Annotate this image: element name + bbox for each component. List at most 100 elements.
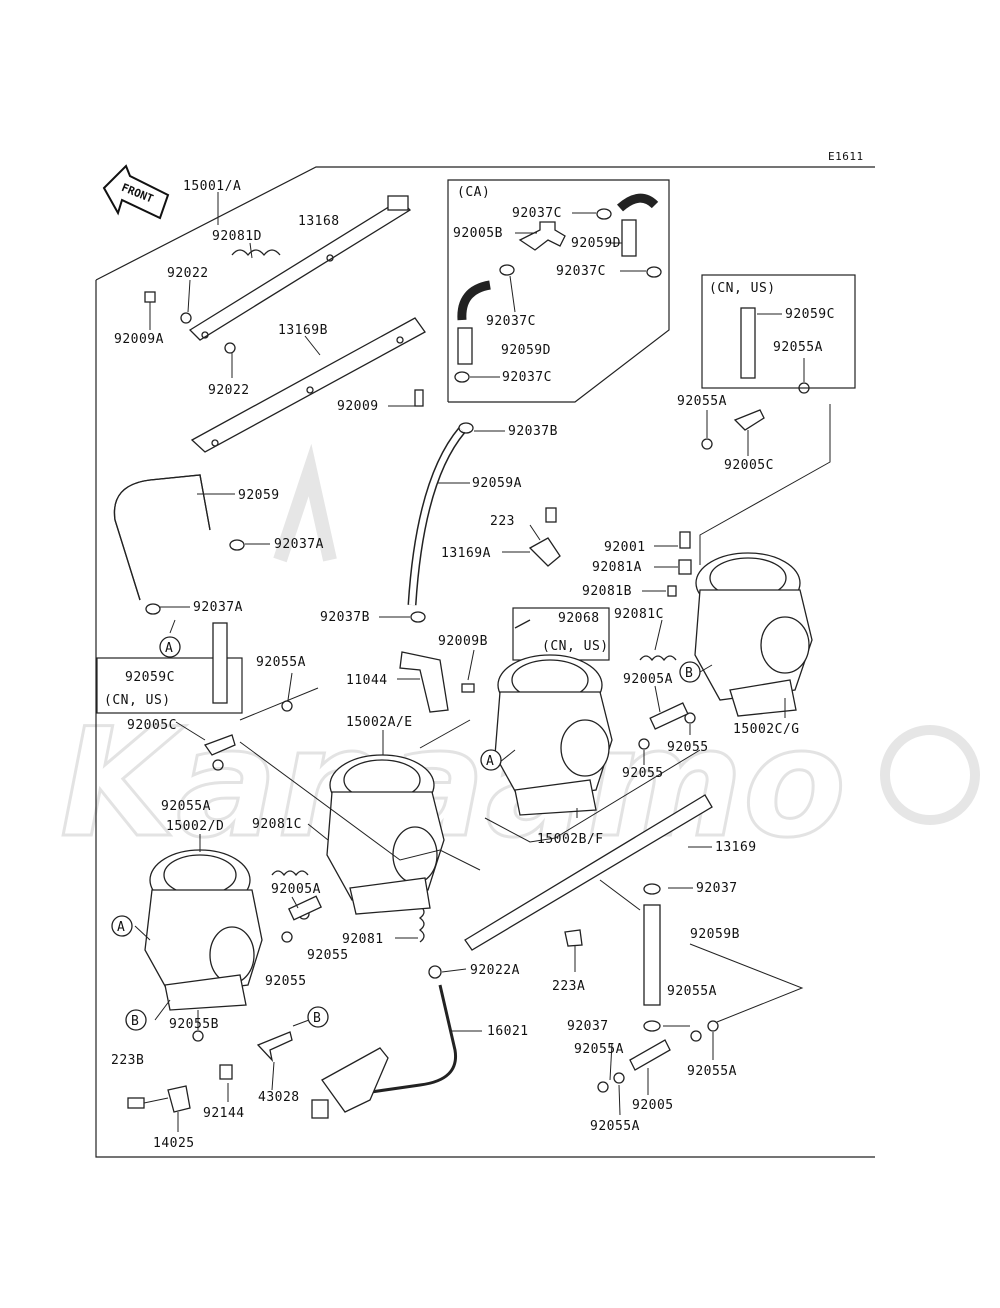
part-label: 92037A bbox=[193, 600, 243, 615]
part-label: 92081D bbox=[212, 229, 262, 244]
part-label: 92022A bbox=[470, 963, 520, 978]
callout-a bbox=[111, 915, 133, 937]
cn-us-label-left: (CN, US) bbox=[104, 693, 171, 708]
part-label: 92037C bbox=[502, 370, 552, 385]
bracket-13169B-shape bbox=[190, 317, 426, 453]
leader bbox=[699, 664, 713, 673]
hose-92059C-right bbox=[740, 307, 756, 379]
fitting-92005B bbox=[518, 221, 566, 251]
oring-92055A bbox=[707, 1020, 719, 1032]
screw-223 bbox=[545, 507, 557, 523]
part-label: 92009B bbox=[438, 634, 488, 649]
hose-92059C-left bbox=[212, 622, 228, 704]
spring-92081 bbox=[418, 905, 425, 943]
part-label: 92037 bbox=[567, 1019, 609, 1034]
oring-92055A bbox=[597, 1081, 609, 1093]
part-label: 92005A bbox=[623, 672, 673, 687]
part-label: 92059C bbox=[125, 670, 175, 685]
leader bbox=[307, 823, 329, 841]
part-label: 92022 bbox=[167, 266, 209, 281]
part-label: 92081C bbox=[252, 817, 302, 832]
part-label: 92059C bbox=[785, 307, 835, 322]
part-label: 16021 bbox=[487, 1024, 529, 1039]
screw-92001 bbox=[679, 531, 691, 549]
oring-92055 bbox=[638, 738, 650, 750]
part-label: 92037B bbox=[320, 610, 370, 625]
pipe-92005A-left bbox=[288, 895, 322, 921]
clamp-92037C bbox=[596, 208, 612, 220]
part-label: 15002/D bbox=[166, 819, 224, 834]
bracket-13169A bbox=[528, 537, 561, 567]
part-label: 92005 bbox=[632, 1098, 674, 1113]
part-label: 92144 bbox=[203, 1106, 245, 1121]
clamp-92037C bbox=[499, 264, 515, 276]
cover-14025 bbox=[167, 1085, 191, 1113]
oring-92055 bbox=[281, 931, 293, 943]
screw-223A bbox=[564, 929, 583, 947]
part-label: 92055A bbox=[667, 984, 717, 999]
clamp-92037 bbox=[643, 1020, 661, 1032]
part-label: 92055 bbox=[667, 740, 709, 755]
frame-top bbox=[95, 166, 875, 281]
oring-92055A bbox=[690, 1030, 702, 1042]
leader bbox=[529, 524, 541, 541]
carburetor-15002D bbox=[144, 849, 263, 1011]
part-label: 92081C bbox=[614, 607, 664, 622]
cable-16021 bbox=[349, 984, 458, 1097]
part-label: 92081A bbox=[592, 560, 642, 575]
callout-a-letter: A bbox=[117, 920, 125, 935]
clamp-92037B bbox=[410, 611, 426, 623]
part-label: 92037A bbox=[274, 537, 324, 552]
leader bbox=[239, 741, 481, 871]
oring-92055A bbox=[798, 382, 810, 394]
part-label: 13169 bbox=[715, 840, 757, 855]
fitting-92005 bbox=[629, 1039, 671, 1071]
part-label: 13169A bbox=[441, 546, 491, 561]
fitting-92005C-right bbox=[733, 409, 765, 431]
hose-curve-ca bbox=[457, 280, 491, 321]
pipe-92005A-right bbox=[649, 702, 689, 730]
spring-92081A bbox=[678, 559, 692, 575]
watermark: Kanaamo bbox=[59, 443, 980, 873]
part-label: 92055A bbox=[161, 799, 211, 814]
part-label: 92055B bbox=[169, 1017, 219, 1032]
part-label: 11044 bbox=[346, 673, 388, 688]
part-label: 15002C/G bbox=[733, 722, 800, 737]
bracket-13168-end bbox=[387, 195, 409, 211]
part-label: 92037C bbox=[486, 314, 536, 329]
cn-us-box-left bbox=[96, 657, 243, 714]
spring-92081B bbox=[667, 585, 677, 597]
leader bbox=[239, 687, 319, 721]
part-labels: 15001/A 13168 92081D 92022 92009A 13169B… bbox=[111, 179, 835, 1151]
bracket-13168-hole bbox=[201, 331, 209, 339]
leader bbox=[467, 649, 475, 681]
bracket-13169B-hole bbox=[306, 386, 314, 394]
part-label: 92005B bbox=[453, 226, 503, 241]
ca-box bbox=[447, 179, 670, 403]
leader bbox=[509, 275, 516, 313]
bracket-13168-hole bbox=[326, 254, 334, 262]
leader bbox=[699, 404, 831, 565]
part-label: 223B bbox=[111, 1053, 144, 1068]
hose-elbow-ca bbox=[616, 193, 659, 212]
part-label: 92005C bbox=[724, 458, 774, 473]
clamp-92037 bbox=[643, 883, 661, 895]
part-label: 15001/A bbox=[183, 179, 241, 194]
part-label: 92055A bbox=[773, 340, 823, 355]
part-label: 43028 bbox=[258, 1090, 300, 1105]
watermark-wheel bbox=[880, 725, 980, 825]
leader bbox=[143, 1097, 169, 1104]
callout-b-letter: B bbox=[685, 666, 693, 681]
part-label: 92009A bbox=[114, 332, 164, 347]
hose-92068 bbox=[514, 619, 531, 629]
spring-92081C-left bbox=[271, 870, 309, 877]
leader bbox=[484, 749, 701, 843]
carburetor-15002CG bbox=[694, 552, 813, 717]
spring-92144 bbox=[219, 1064, 233, 1080]
part-label: 92037B bbox=[508, 424, 558, 439]
part-label: 92059 bbox=[238, 488, 280, 503]
callout-b bbox=[679, 661, 701, 683]
callout-b-letter: B bbox=[131, 1014, 139, 1029]
leader bbox=[654, 619, 663, 651]
